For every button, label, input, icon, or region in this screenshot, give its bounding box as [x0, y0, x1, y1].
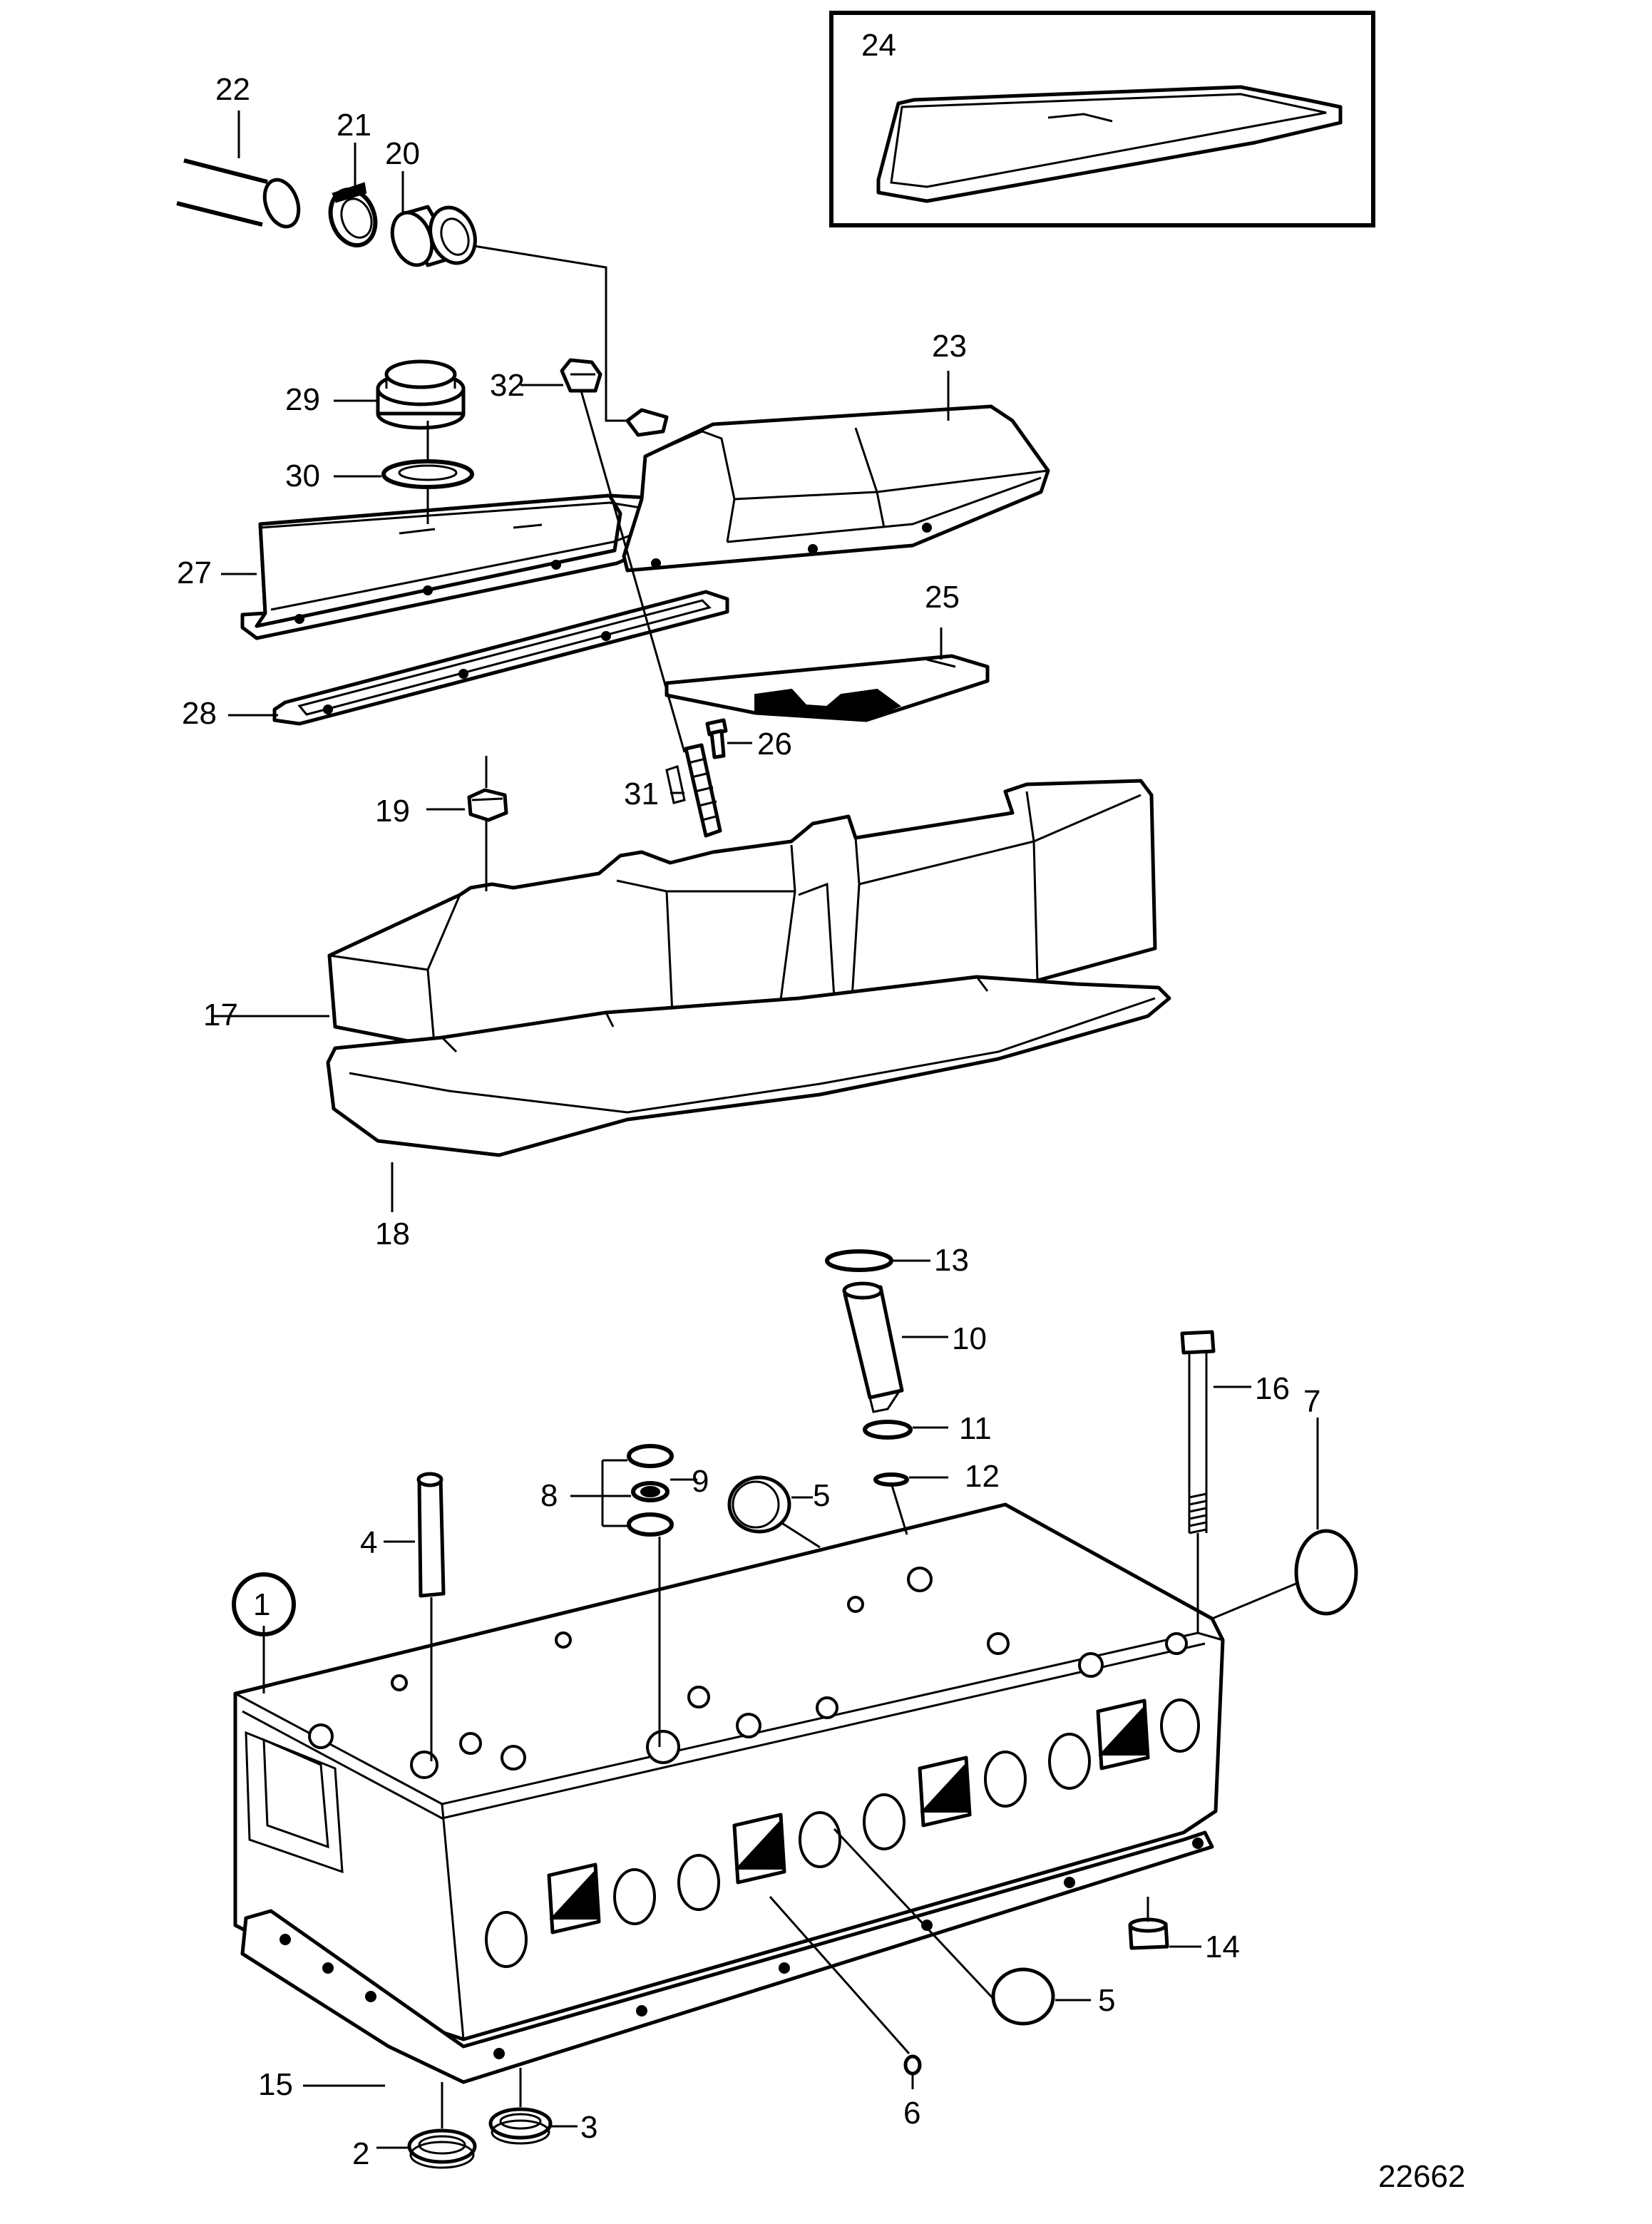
callout-32: 32: [490, 368, 525, 403]
callout-26: 26: [757, 727, 792, 762]
core-plug-7: [1294, 1529, 1358, 1616]
plug-32: [560, 358, 602, 393]
callout-10: 10: [952, 1321, 987, 1356]
seal-ring-11: [863, 1420, 913, 1440]
callout-29: 29: [285, 382, 320, 417]
core-plug-5-top: [727, 1475, 791, 1534]
seal-2: [407, 2128, 477, 2169]
callout-15: 15: [258, 2067, 293, 2102]
hose-22: [176, 158, 301, 229]
leader-lines: [211, 111, 1319, 2149]
callout-25: 25: [925, 580, 960, 615]
callout-18: 18: [375, 1216, 410, 1251]
callout-8: 8: [540, 1478, 558, 1513]
oil-filler-cap-29: [376, 359, 466, 430]
callout-4: 4: [360, 1525, 377, 1560]
callout-17: 17: [203, 998, 238, 1032]
dowel-6: [903, 2054, 922, 2076]
valve-cover-23: [622, 404, 1050, 573]
cover-plate-25: [665, 654, 990, 722]
gasket-28: [272, 590, 729, 726]
core-plug-5-lower: [991, 1967, 1055, 2026]
callout-11: 11: [959, 1411, 992, 1446]
callout-2: 2: [352, 2136, 369, 2171]
callout-31: 31: [624, 777, 659, 811]
seal-3: [488, 2107, 553, 2145]
callout-28: 28: [182, 696, 217, 731]
callout-21: 21: [337, 108, 371, 143]
callout-24: 24: [861, 28, 896, 63]
callout-circle-1: [232, 1572, 296, 1636]
callout-6: 6: [903, 2096, 920, 2131]
bolt-16: [1180, 1330, 1216, 1534]
plug-14: [1128, 1917, 1169, 1950]
cylinder-head-1: [233, 1502, 1225, 2041]
callout-5-lower: 5: [1098, 1983, 1115, 2018]
callout-9: 9: [692, 1464, 709, 1499]
o-ring-12: [873, 1472, 909, 1487]
drawing-number: 22662: [1378, 2159, 1465, 2194]
callout-12: 12: [965, 1459, 1000, 1494]
screw-26: [705, 718, 728, 759]
hose-fitting-20: [390, 205, 477, 267]
inset-box-24: [829, 11, 1375, 227]
callout-23: 23: [932, 329, 967, 364]
callout-27: 27: [177, 555, 212, 590]
callout-30: 30: [285, 458, 320, 493]
callout-1: 1: [253, 1587, 270, 1622]
valve-guide-4: [416, 1472, 446, 1598]
callout-20: 20: [385, 136, 420, 171]
nut-19: [467, 788, 508, 822]
stud-31: [665, 743, 722, 838]
ring-13: [825, 1249, 893, 1272]
injector-sleeve-10: [842, 1281, 904, 1413]
callout-22: 22: [215, 72, 250, 107]
callout-14: 14: [1205, 1930, 1240, 1964]
callout-3: 3: [580, 2110, 597, 2145]
head-gasket-15: [240, 1830, 1214, 2084]
gasket-18: [326, 975, 1171, 1157]
callout-19: 19: [375, 794, 410, 829]
callout-labels: 1 2 3 4 5 5 6 7 8 9 10 11 12 13 14 15 16…: [177, 28, 1465, 2194]
callout-5-top: 5: [813, 1478, 830, 1513]
hose-clamp-21: [328, 182, 378, 247]
valve-seal-group-8: [627, 1444, 674, 1537]
seal-ring-30: [381, 459, 474, 489]
callout-7: 7: [1303, 1384, 1320, 1419]
callout-13: 13: [934, 1243, 969, 1278]
callout-16: 16: [1255, 1371, 1290, 1406]
